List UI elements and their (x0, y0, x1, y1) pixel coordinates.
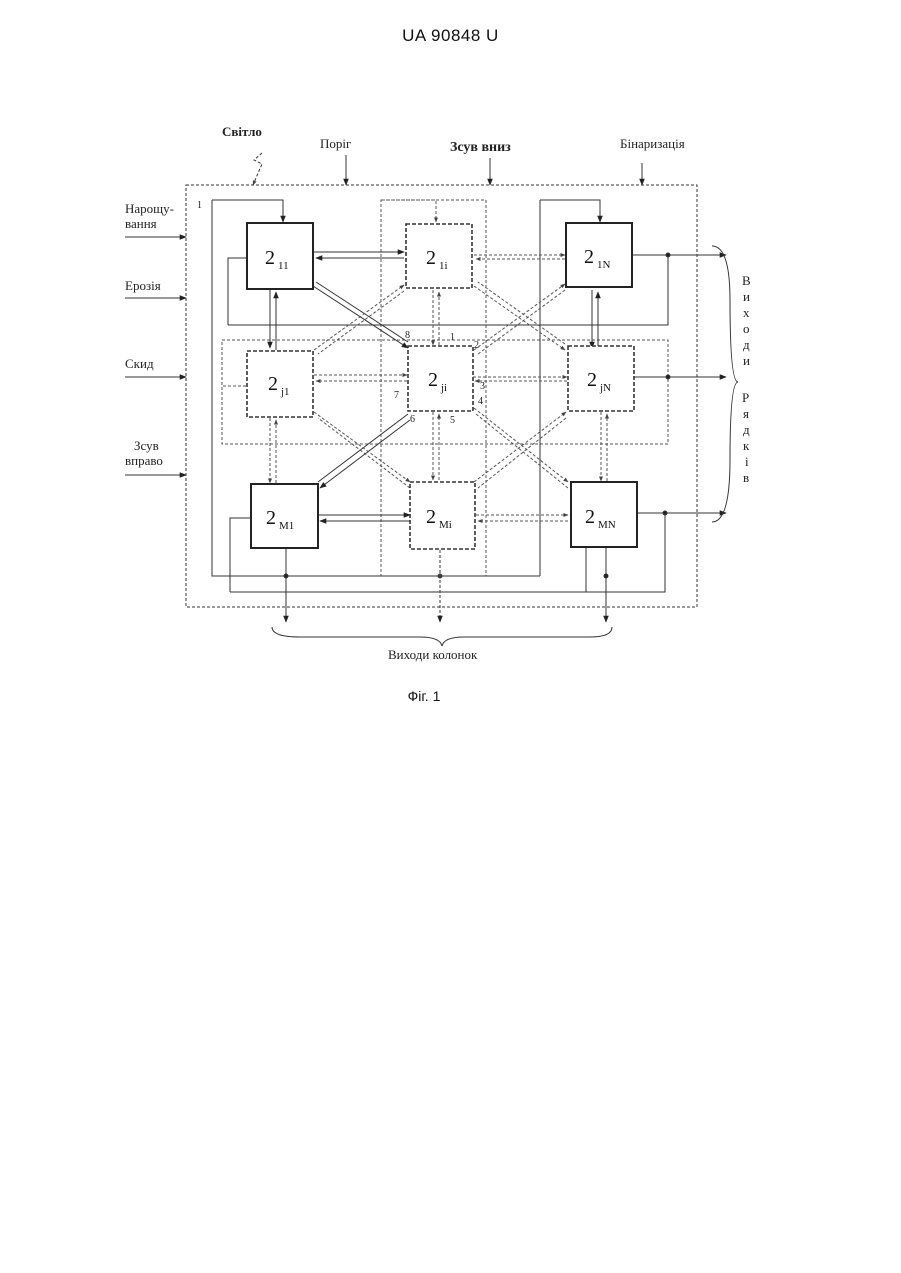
block-2-1i-sub: 1i (439, 260, 448, 272)
block-2-1i: 2 1i (406, 224, 472, 288)
row-outputs-letter-11: і (745, 454, 749, 469)
block-2-M1-sub: M1 (279, 520, 294, 532)
label-dilation-2: вання (125, 216, 157, 231)
row-outputs (632, 246, 738, 522)
label-column-outputs: Виходи колонок (388, 647, 478, 662)
block-2-Mi-main: 2 (426, 506, 436, 528)
block-2-1i-main: 2 (426, 247, 436, 269)
block-2-j1: 2 j1 (247, 351, 313, 417)
row-outputs-letter-8: я (743, 406, 749, 421)
block-2-jN-sub: jN (599, 382, 611, 394)
block-2-1N: 2 1N (566, 223, 632, 287)
block-2-MN-sub: MN (598, 519, 616, 531)
block-2-Mi-sub: Mi (439, 519, 452, 531)
block-2-ji: 2 ji (408, 346, 473, 411)
top-inputs (253, 153, 642, 185)
row-outputs-letter-5: и (743, 353, 750, 368)
row-outputs-letter-3: о (743, 321, 750, 336)
block-2-11-main: 2 (265, 247, 275, 269)
pin-label-5: 5 (450, 415, 455, 426)
pin-label-8: 8 (405, 330, 410, 341)
label-erosion: Ерозія (125, 278, 161, 293)
label-shift-right-1: Зсув (134, 438, 159, 453)
block-2-11-sub: 11 (278, 260, 289, 272)
corner-label: 1 (197, 200, 202, 211)
row-outputs-letter-7: Р (742, 390, 749, 405)
block-2-MN-main: 2 (585, 506, 595, 528)
label-binarization: Бінаризація (620, 136, 685, 151)
row-outputs-letter-9: д (743, 422, 750, 437)
pin-label-6: 6 (410, 414, 415, 425)
row-outputs-letter-1: и (743, 289, 750, 304)
block-2-Mi: 2 Mi (410, 482, 475, 549)
row-outputs-letter-0: В (742, 273, 751, 288)
block-2-1N-main: 2 (584, 246, 594, 268)
block-2-ji-main: 2 (428, 369, 438, 391)
pin-label-4: 4 (478, 396, 483, 407)
block-2-1N-sub: 1N (597, 259, 611, 271)
label-dilation-1: Нарощу- (125, 201, 174, 216)
label-shift-right-2: вправо (125, 453, 163, 468)
row-outputs-letter-12: в (743, 470, 749, 485)
block-2-MN: 2 MN (571, 482, 637, 547)
row-outputs-letter-10: к (743, 438, 750, 453)
block-2-M1-main: 2 (266, 507, 276, 529)
block-2-j1-main: 2 (268, 373, 278, 395)
row-outputs-letter-2: х (743, 305, 750, 320)
pin-label-3: 3 (480, 381, 485, 392)
pin-label-1: 1 (450, 332, 455, 343)
block-2-j1-sub: j1 (280, 386, 290, 398)
pin-label-2: 2 (474, 340, 479, 351)
block-2-jN: 2 jN (568, 346, 634, 411)
row-outputs-letter-4: д (743, 337, 750, 352)
block-2-11: 2 11 (247, 223, 313, 289)
figure-caption: Фіг. 1 (0, 688, 848, 704)
label-reset: Скид (125, 356, 154, 371)
block-2-jN-main: 2 (587, 369, 597, 391)
block-2-ji-sub: ji (440, 382, 447, 394)
label-row-outputs: В и х о д и Р я д к і в (742, 273, 751, 485)
label-shift-down: Зсув вниз (450, 140, 511, 155)
pin-label-7: 7 (394, 390, 399, 401)
column-outputs-wiring (272, 548, 612, 646)
label-threshold: Поріг (320, 136, 351, 151)
label-light: Світло (222, 124, 262, 139)
block-2-M1: 2 M1 (251, 484, 318, 548)
